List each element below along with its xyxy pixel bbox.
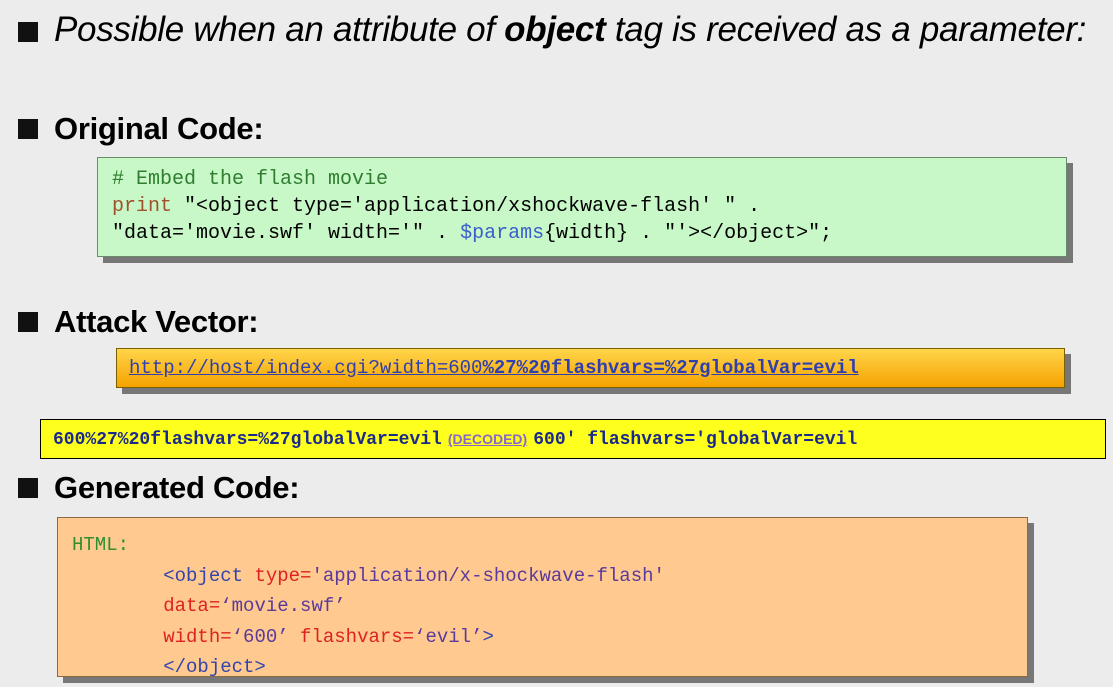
bullet-square-icon [18,478,38,498]
encoded-value: 600%27%20flashvars=%27globalVar=evil [53,430,442,450]
attack-url-link[interactable]: http://host/index.cgi?width=600%27%20fla… [129,357,859,379]
bullet-square-icon [18,22,38,42]
bullet-square-icon [18,119,38,139]
bullet-square-icon [18,312,38,332]
attack-url-box: http://host/index.cgi?width=600%27%20fla… [116,348,1065,388]
code-print-keyword: print [112,195,173,218]
decoded-value: 600' flashvars='globalVar=evil [533,430,858,450]
generated-code-bullet: Generated Code: [18,468,300,508]
object-keyword: object [504,10,606,49]
intro-bullet: Possible when an attribute of object tag… [18,8,1098,52]
code-comment: # Embed the flash movie [112,168,389,191]
original-code-bullet: Original Code: [18,109,264,149]
intro-text: Possible when an attribute of object tag… [54,10,1087,49]
generated-code-box: HTML: <object type='application/x-shockw… [57,517,1028,678]
decoded-tag: (DECODED) [447,431,528,447]
decoded-box: 600%27%20flashvars=%27globalVar=evil (DEC… [40,419,1106,459]
attack-vector-heading: Attack Vector: [54,304,259,339]
generated-code-heading: Generated Code: [54,470,300,505]
original-code-heading: Original Code: [54,111,264,146]
code-params-variable: $params [460,222,545,245]
html-label: HTML: [72,534,130,556]
attack-vector-bullet: Attack Vector: [18,302,259,342]
original-code-box: # Embed the flash movie print "<object t… [97,157,1067,257]
